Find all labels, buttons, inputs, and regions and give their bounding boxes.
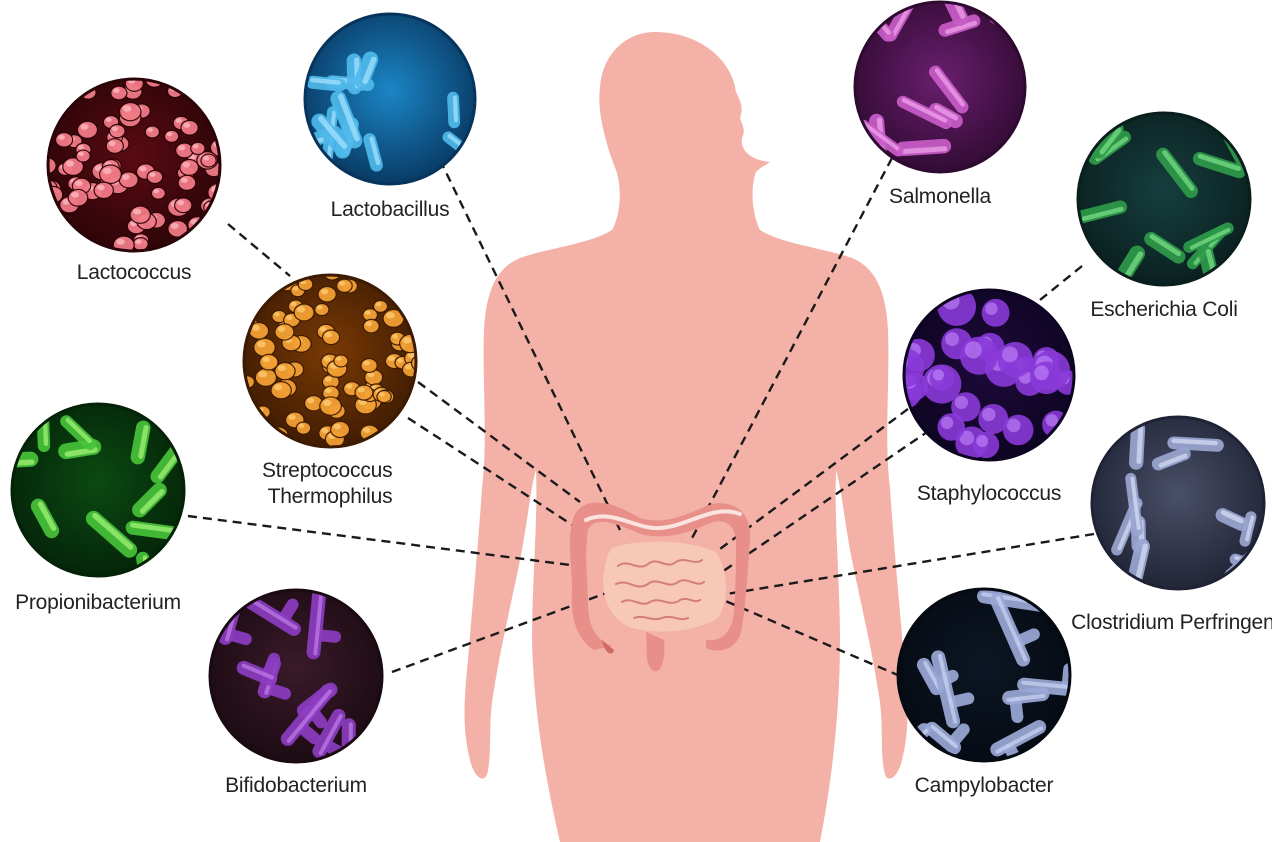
label-lactobacillus: Lactobacillus bbox=[331, 198, 450, 221]
bacteria-bifidobacterium bbox=[210, 575, 382, 775]
label-salmonella: Salmonella bbox=[889, 185, 991, 208]
bacteria-clostridium-perfringens bbox=[1092, 417, 1272, 589]
label-propionibacterium: Propionibacterium bbox=[15, 591, 181, 614]
label-staphylococcus: Staphylococcus bbox=[917, 482, 1061, 505]
label-bifidobacterium: Bifidobacterium bbox=[225, 774, 367, 797]
human-body-silhouette bbox=[465, 32, 908, 842]
leader-line-escherichia-coli bbox=[1040, 266, 1082, 300]
leader-line-lactococcus bbox=[228, 224, 290, 276]
bacteria-campylobacter bbox=[889, 570, 1094, 779]
label-streptococcus-thermophilus: Streptococcus Thermophilus bbox=[262, 459, 398, 508]
label-clostridium-perfringens: Clostridium Perfringens bbox=[1071, 611, 1272, 634]
bacteria-salmonella bbox=[833, 0, 1029, 172]
label-campylobacter: Campylobacter bbox=[915, 774, 1054, 797]
bacteria-propionibacterium bbox=[0, 404, 195, 590]
bacteria-streptococcus-thermophilus bbox=[240, 265, 431, 447]
label-escherichia-coli: Escherichia Coli bbox=[1090, 298, 1237, 321]
label-lactococcus: Lactococcus bbox=[77, 261, 192, 284]
body-shape bbox=[465, 32, 908, 842]
bacteria-lactococcus bbox=[36, 72, 231, 254]
bacteria-lactobacillus bbox=[294, 14, 484, 184]
bacteria-escherichia-coli bbox=[1074, 101, 1254, 296]
bacteria-staphylococcus bbox=[885, 287, 1080, 460]
